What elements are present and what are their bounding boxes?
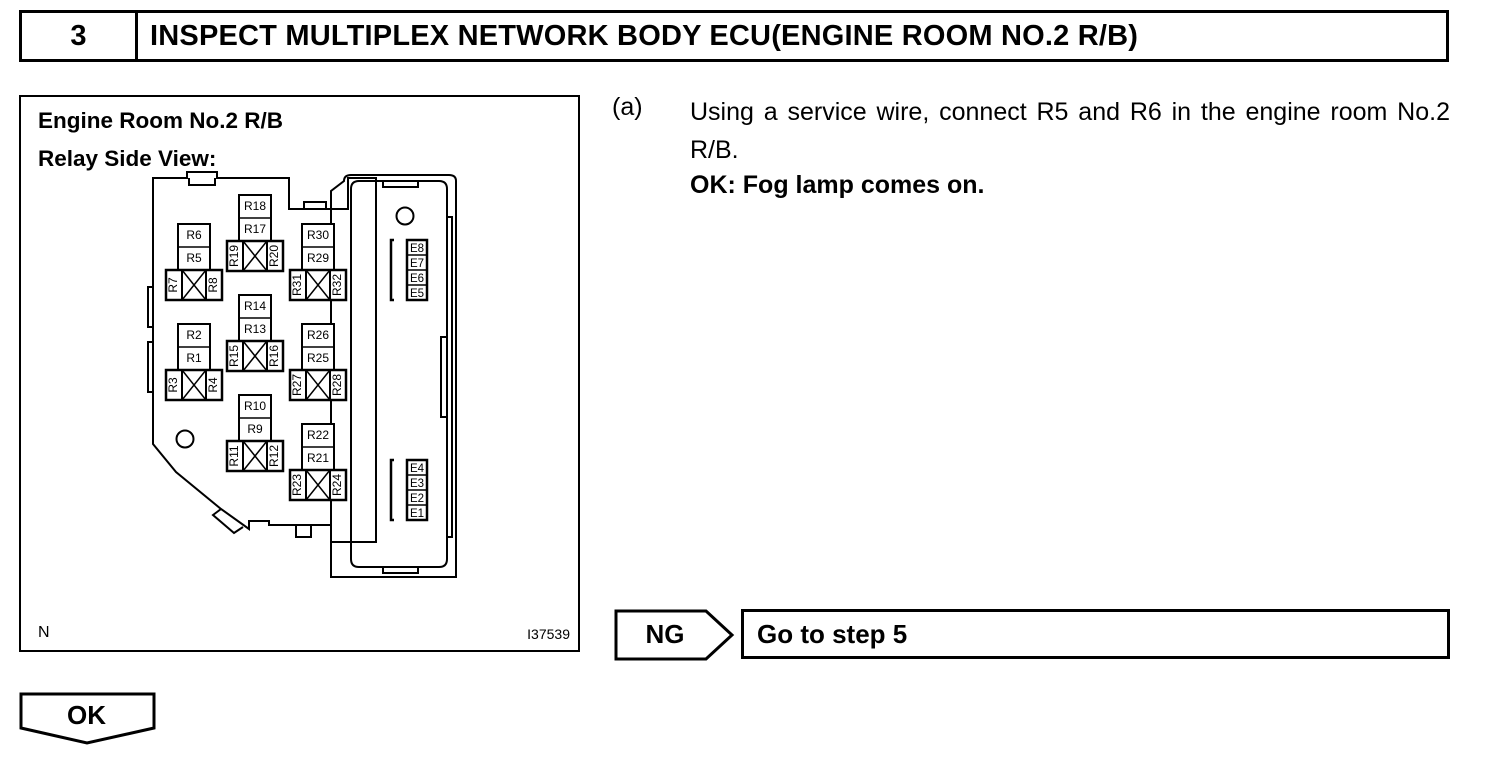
step-number: 3 [22,13,138,59]
relay-terminal-r1: R1 [186,351,202,365]
relay-terminal-r4: R4 [206,377,220,393]
relay-terminal-r19: R19 [227,245,241,267]
relay-socket [288,423,348,502]
relay-terminal-r10: R10 [244,399,266,413]
figure-title: Engine Room No.2 R/B Relay Side View: [38,102,283,178]
ng-label: NG [645,618,685,649]
relay-terminal-r27: R27 [290,374,304,396]
connector-e7: E7 [410,258,424,270]
relay-terminal-r18: R18 [244,199,266,213]
ok-label: OK [67,699,106,730]
relay-socket [164,323,224,402]
relay-terminal-r30: R30 [307,228,329,242]
relay-terminal-r17: R17 [244,222,266,236]
connector-e2: E2 [410,493,424,505]
connector-e1: E1 [410,508,424,520]
relay-socket [164,223,224,302]
relay-terminal-r6: R6 [186,228,202,242]
ng-arrow-tag [614,609,735,661]
instruction-result: OK: Fog lamp comes on. [690,171,985,199]
ng-action-box: Go to step 5 [741,609,1450,659]
step-title: INSPECT MULTIPLEX NETWORK BODY ECU(ENGIN… [150,19,1139,52]
relay-terminal-r21: R21 [307,451,329,465]
relay-terminal-r23: R23 [290,474,304,496]
instruction-text: Using a service wire, connect R5 and R6 … [690,98,1450,164]
relay-socket [225,194,285,273]
connector-e4: E4 [410,463,425,475]
relay-terminal-r29: R29 [307,251,329,265]
connector-e3: E3 [410,478,424,490]
figure-id: I37539 [527,626,570,642]
relay-terminal-r14: R14 [244,299,266,313]
relay-terminal-r7: R7 [166,277,180,293]
relay-socket [225,394,285,473]
relay-terminal-r12: R12 [267,445,281,467]
relay-terminal-r24: R24 [330,474,344,496]
connector-e6: E6 [410,273,424,285]
relay-terminal-r5: R5 [186,251,202,265]
relay-terminal-r16: R16 [267,345,281,367]
relay-terminal-r9: R9 [247,422,263,436]
relay-terminal-r8: R8 [206,277,220,293]
step-header: 3 INSPECT MULTIPLEX NETWORK BODY ECU(ENG… [19,10,1449,62]
figure-corner-letter: N [38,624,50,641]
relay-socket [225,294,285,373]
relay-terminal-r22: R22 [307,428,329,442]
relay-terminal-r28: R28 [330,374,344,396]
connector-e8: E8 [410,243,424,255]
relay-terminal-r26: R26 [307,328,329,342]
relay-terminal-r3: R3 [166,377,180,393]
figure-title-line2: Relay Side View: [38,146,217,171]
figure-title-line1: Engine Room No.2 R/B [38,108,284,133]
relay-terminal-r11: R11 [227,445,241,466]
relay-socket [288,323,348,402]
relay-terminal-r32: R32 [330,274,344,296]
relay-terminal-r31: R31 [290,274,304,296]
relay-terminal-r2: R2 [186,328,202,342]
connector-e5: E5 [410,288,424,300]
instruction-marker: (a) [612,93,643,121]
relay-terminal-r15: R15 [227,345,241,367]
relay-socket [288,223,348,302]
relay-terminal-r20: R20 [267,245,281,267]
relay-terminal-r25: R25 [307,351,329,365]
relay-terminal-r13: R13 [244,322,266,336]
ok-arrow-tag [19,692,156,745]
